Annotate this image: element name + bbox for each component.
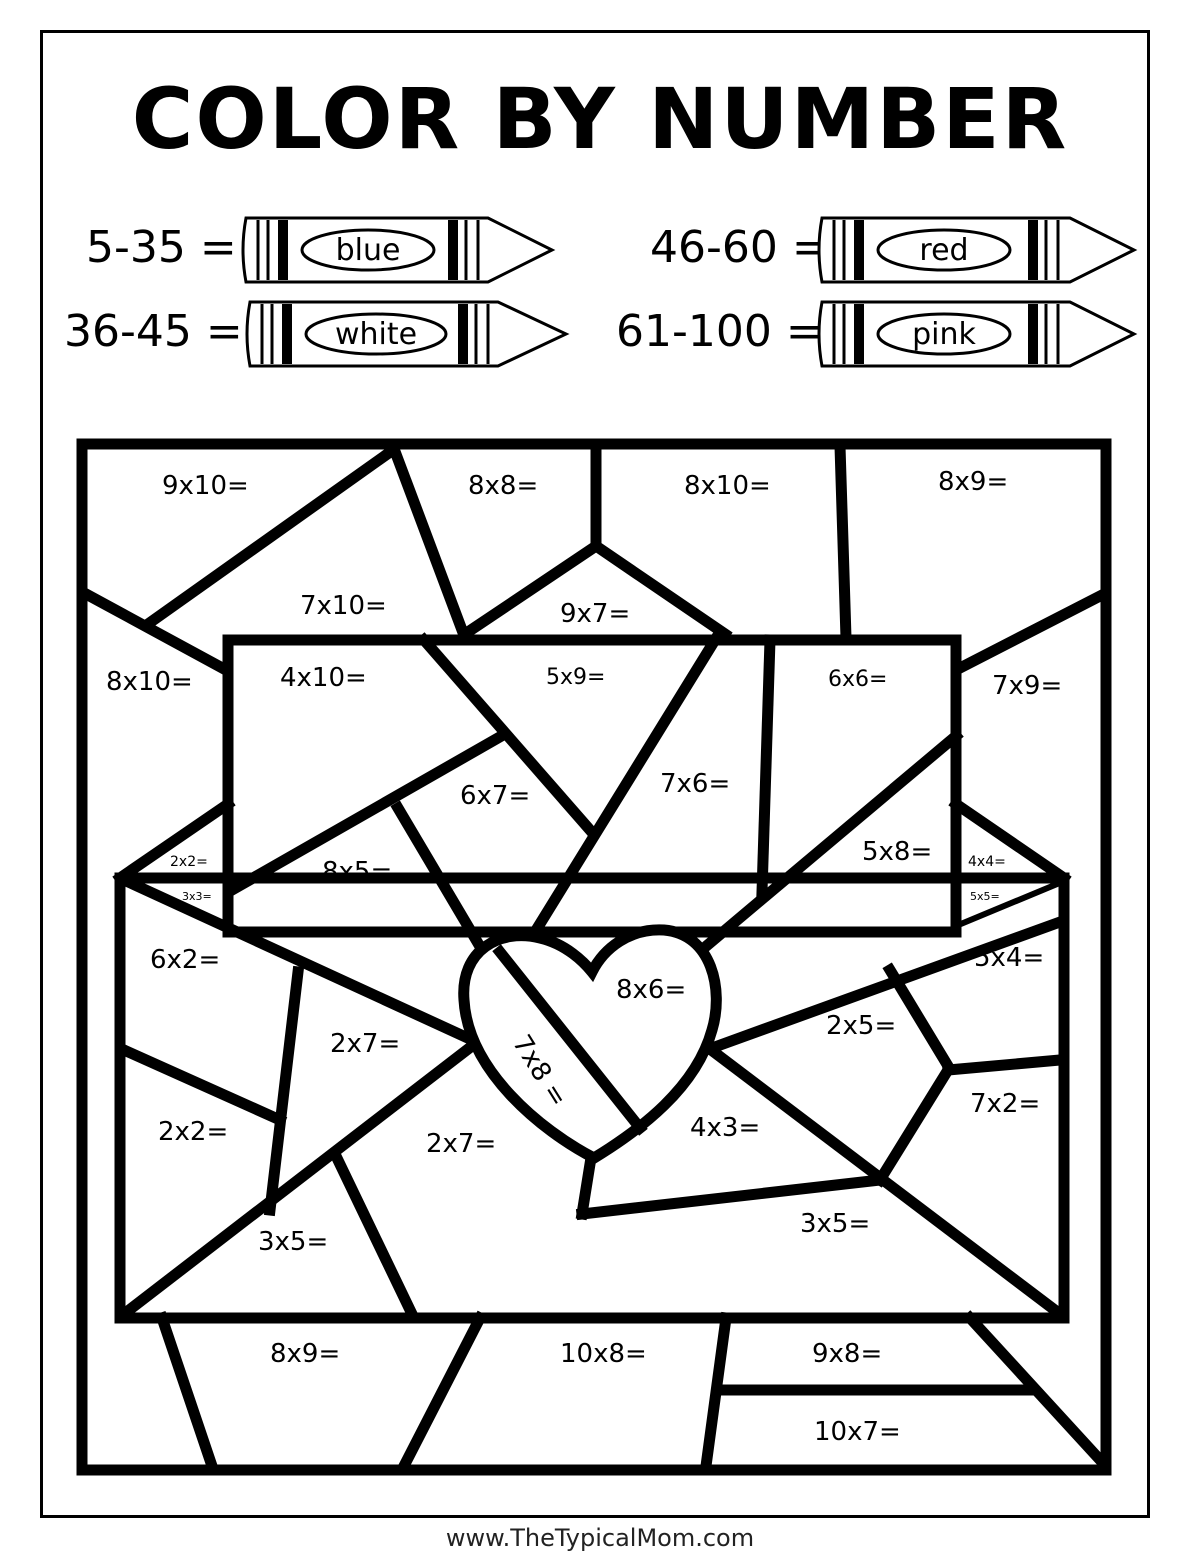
problem-label: 8x10= bbox=[106, 667, 193, 697]
legend-range-2: 46-60 = bbox=[650, 222, 829, 273]
problem-label: 9x10= bbox=[162, 471, 249, 501]
problem-label: 9x7= bbox=[560, 599, 630, 629]
problem-label: 8x8= bbox=[468, 471, 538, 501]
problem-label: 8x9= bbox=[938, 467, 1008, 497]
problem-label: 2x7= bbox=[426, 1129, 496, 1159]
problem-label: 2x7= bbox=[330, 1029, 400, 1059]
problem-label: 7x6= bbox=[660, 769, 730, 799]
problem-label: 3x5= bbox=[800, 1209, 870, 1239]
problem-label: 8x6= bbox=[616, 975, 686, 1005]
problem-label: 8x5= bbox=[322, 857, 392, 887]
footer-url: www.TheTypicalMom.com bbox=[445, 1524, 755, 1552]
problem-label: 8x10= bbox=[684, 471, 771, 501]
crayon-icon-red: red bbox=[817, 216, 1138, 284]
crayon-icon-pink: pink bbox=[817, 300, 1138, 368]
problem-label: 2x2= bbox=[170, 854, 208, 870]
problem-label: 7x2= bbox=[970, 1089, 1040, 1119]
problem-label: 3x3= bbox=[182, 890, 212, 903]
envelope-back bbox=[222, 634, 962, 938]
problem-label: 7x9= bbox=[992, 671, 1062, 701]
problem-label: 4x10= bbox=[280, 663, 367, 693]
problem-label: 2x5= bbox=[826, 1011, 896, 1041]
problem-label: 8x9= bbox=[270, 1339, 340, 1369]
problem-label: 5x5= bbox=[970, 890, 1000, 903]
problem-label: 6x7= bbox=[460, 781, 530, 811]
page-title: COLOR BY NUMBER bbox=[131, 70, 1069, 168]
crayon-icon-blue: blue bbox=[241, 216, 556, 284]
legend-range-1: 5-35 = bbox=[86, 222, 237, 273]
problem-label: 5x8= bbox=[862, 837, 932, 867]
problem-label: 10x7= bbox=[814, 1417, 901, 1447]
problem-label: 3x5= bbox=[258, 1227, 328, 1257]
crayon-label-blue: blue bbox=[336, 233, 401, 268]
crayon-label-white: white bbox=[335, 317, 417, 352]
problem-label: 6x2= bbox=[150, 945, 220, 975]
crayon-label-red: red bbox=[919, 233, 968, 268]
problem-label: 9x8= bbox=[812, 1339, 882, 1369]
problem-label: 6x6= bbox=[828, 667, 887, 692]
envelope-body bbox=[114, 872, 1070, 1324]
heart-shape bbox=[458, 924, 722, 1165]
problem-label: 10x8= bbox=[560, 1339, 647, 1369]
problem-label: 4x3= bbox=[690, 1113, 760, 1143]
legend-range-3: 36-45 = bbox=[64, 306, 243, 357]
problem-label: 5x9= bbox=[546, 665, 605, 690]
crayon-icon-white: white bbox=[245, 300, 570, 368]
problem-label: 2x2= bbox=[158, 1117, 228, 1147]
problem-label: 5x4= bbox=[974, 943, 1044, 973]
legend-range-4: 61-100 = bbox=[616, 306, 823, 357]
problem-label: 7x10= bbox=[300, 591, 387, 621]
crayon-label-pink: pink bbox=[912, 317, 976, 352]
problem-label: 4x4= bbox=[968, 854, 1006, 870]
